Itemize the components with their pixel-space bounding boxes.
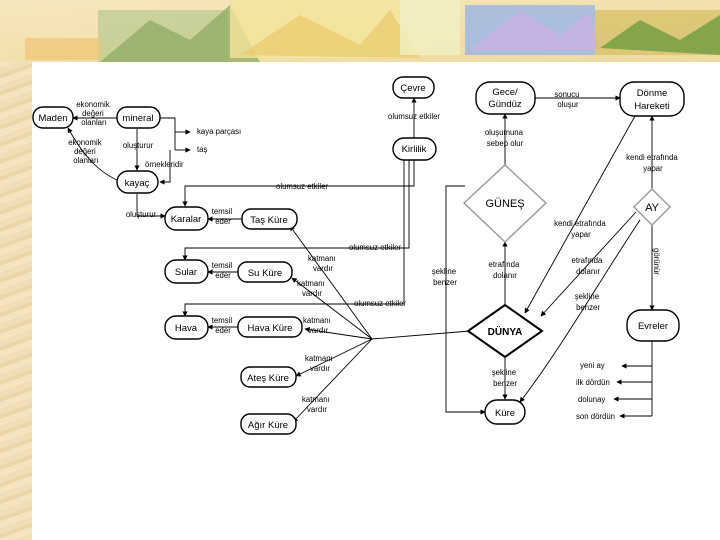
edge-labels: ekonomik değeri olanları ekonomik değeri… xyxy=(68,90,680,421)
node-hava-kure: Hava Küre xyxy=(237,316,303,338)
label-temsil-3: temsil eder xyxy=(212,316,235,335)
label-olumsuz-2: olumsuz etkiler xyxy=(349,243,401,252)
svg-text:Taş Küre: Taş Küre xyxy=(250,215,288,226)
node-ay: AY xyxy=(633,188,671,226)
svg-text:Su Küre: Su Küre xyxy=(248,268,282,279)
svg-text:Hareketi: Hareketi xyxy=(634,101,669,112)
label-katmani-1: katmanı vardır xyxy=(308,254,338,273)
svg-text:Ağır Küre: Ağır Küre xyxy=(248,420,288,431)
label-gorunur: görünür xyxy=(652,248,661,275)
node-mineral: mineral xyxy=(116,106,161,129)
label-ekonomik-top: ekonomik değeri olanları xyxy=(76,100,112,127)
node-kure: Küre xyxy=(484,399,526,425)
node-karalar: Karalar xyxy=(164,206,209,231)
node-su-kure: Su Küre xyxy=(237,261,293,283)
svg-text:DÜNYA: DÜNYA xyxy=(488,325,523,338)
label-etrafinda-2: etrafında dolanır xyxy=(572,256,605,276)
decorative-left-border xyxy=(0,0,32,540)
svg-text:Gece/: Gece/ xyxy=(492,87,518,98)
label-katmani-4: katmanı vardır xyxy=(305,354,335,373)
phase-dolunay: dolunay xyxy=(578,395,605,404)
node-dunya: DÜNYA xyxy=(466,303,544,359)
label-kaya-parcasi: kaya parçası xyxy=(197,127,241,136)
label-olusturur-1: oluşturur xyxy=(123,141,154,150)
label-olumsuz-3: olumsuz etkiler xyxy=(354,299,406,308)
label-olusturur-2: oluşturur xyxy=(126,210,157,219)
node-evreler: Evreler xyxy=(626,309,680,342)
node-ates-kure: Ateş Küre xyxy=(240,366,297,388)
svg-text:Kirlilik: Kirlilik xyxy=(402,144,427,155)
svg-text:Hava: Hava xyxy=(175,323,198,334)
label-olumsuz-1: olumsuz etkiler xyxy=(276,182,328,191)
node-hava: Hava xyxy=(164,315,209,340)
phase-son-dordun: son dördün xyxy=(576,412,615,421)
svg-text:Ateş Küre: Ateş Küre xyxy=(247,373,289,384)
label-olumsuz-top: olumsuz etkiler xyxy=(388,112,440,121)
node-maden: Maden xyxy=(32,106,74,129)
node-gece-gunduz: Gece/ Gündüz xyxy=(475,81,536,115)
svg-text:Sular: Sular xyxy=(175,267,197,278)
label-sekline-3: şekline benzer xyxy=(492,368,518,388)
node-kayac: kayaç xyxy=(116,170,159,194)
label-kendi-ay: kendi etrafında yapar xyxy=(626,153,680,173)
svg-text:mineral: mineral xyxy=(122,113,153,124)
node-gunes: GÜNEŞ xyxy=(462,164,548,243)
svg-text:Küre: Küre xyxy=(495,408,515,419)
label-sekline-2: şekline benzer xyxy=(575,292,601,312)
svg-text:Çevre: Çevre xyxy=(400,83,425,94)
node-sular: Sular xyxy=(164,259,209,284)
svg-text:GÜNEŞ: GÜNEŞ xyxy=(485,198,524,210)
node-agir-kure: Ağır Küre xyxy=(240,413,297,435)
svg-text:Hava Küre: Hava Küre xyxy=(248,323,293,334)
svg-text:Karalar: Karalar xyxy=(171,214,202,225)
label-ekonomik-bottom: ekonomik değeri olanları xyxy=(68,138,104,165)
edges xyxy=(67,95,655,423)
node-cevre: Çevre xyxy=(392,76,435,99)
label-sonucu: sonucu oluşur xyxy=(554,90,581,109)
label-katmani-2: katmanı vardır xyxy=(297,279,327,298)
decorative-banner xyxy=(0,0,720,62)
svg-text:Evreler: Evreler xyxy=(638,321,668,332)
label-katmani-5: katmanı vardır xyxy=(302,395,332,414)
label-kendi-dunya: kendi etrafında yapar xyxy=(554,219,608,239)
node-donme-hareketi: Dönme Hareketi xyxy=(619,81,685,117)
label-ornekleridir: örnekleridir xyxy=(145,160,184,169)
diagram-panel xyxy=(32,62,720,540)
label-tas: taş xyxy=(197,145,208,154)
svg-text:kayaç: kayaç xyxy=(125,178,150,189)
label-katmani-3: katmanı vardır xyxy=(303,316,333,335)
svg-text:AY: AY xyxy=(645,202,660,214)
label-etrafinda-1: etrafında dolanır xyxy=(489,260,522,280)
svg-text:Gündüz: Gündüz xyxy=(488,99,522,110)
label-olusumuna: oluşumuna sebep olur xyxy=(485,128,525,148)
label-temsil-1: temsil eder xyxy=(212,207,235,226)
node-tas-kure: Taş Küre xyxy=(241,208,298,230)
label-temsil-2: temsil eder xyxy=(212,261,235,280)
phase-yeni-ay: yeni ay xyxy=(580,361,605,370)
label-sekline-1: şekline benzer xyxy=(432,267,458,287)
svg-text:Maden: Maden xyxy=(38,113,67,124)
phase-ilk-dordun: ilk dördün xyxy=(576,378,610,387)
svg-text:Dönme: Dönme xyxy=(637,88,668,99)
node-kirlilik: Kirlilik xyxy=(392,137,437,161)
